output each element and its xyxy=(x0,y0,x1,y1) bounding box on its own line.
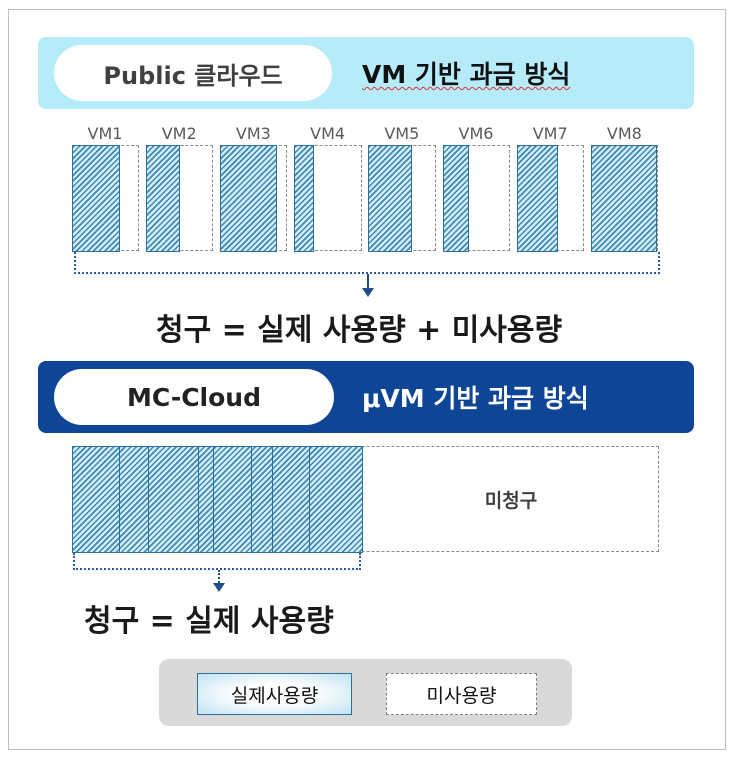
vm-label: VM7 xyxy=(532,124,568,143)
vm-used-portion xyxy=(442,144,469,252)
mc-billing-arrow-line xyxy=(218,570,220,583)
vm-used-portion xyxy=(294,144,315,252)
public-billing-arrow-head xyxy=(362,288,374,297)
micro-vm-divider xyxy=(250,446,252,552)
mc-billing-arrow-head xyxy=(213,583,225,592)
vm-used-portion xyxy=(219,144,277,252)
micro-vm-divider xyxy=(271,446,273,552)
diagram-frame xyxy=(8,9,726,750)
legend-unused: 미사용량 xyxy=(386,673,537,715)
vm-box xyxy=(145,144,214,252)
mc-cloud-billing-method: μVM 기반 과금 방식 xyxy=(362,384,589,413)
public-billing-arrow-line xyxy=(367,274,369,288)
vm-used-portion xyxy=(145,144,180,252)
vm-used-portion xyxy=(71,144,120,252)
vm-label: VM5 xyxy=(384,124,420,143)
vm-box xyxy=(294,144,362,252)
vm-label: VM8 xyxy=(606,124,642,143)
mc-cloud-label: MC-Cloud xyxy=(54,369,334,425)
public-billing-bracket xyxy=(74,252,660,274)
vm-box xyxy=(219,144,288,252)
unbilled-label: 미청구 xyxy=(484,489,538,512)
vm-box xyxy=(368,144,436,252)
micro-vm-divider xyxy=(212,446,214,552)
public-cloud-billing-method: VM 기반 과금 방식 xyxy=(362,60,571,89)
public-cloud-label: Public 클라우드 xyxy=(54,45,332,101)
vm-box xyxy=(442,144,510,252)
vm-label: VM3 xyxy=(235,124,271,143)
mc-billing-formula: 청구 = 실제 사용량 xyxy=(84,604,334,639)
vm-label: VM4 xyxy=(310,124,346,143)
legend-used: 실제사용량 xyxy=(197,673,352,715)
vm-label: VM6 xyxy=(458,124,494,143)
micro-vm-divider xyxy=(118,446,120,552)
micro-vm-bar: 미청구 xyxy=(71,445,659,553)
vm-box xyxy=(516,144,585,252)
vm-used-portion xyxy=(516,144,558,252)
vm-label: VM2 xyxy=(161,124,197,143)
vm-used-portion xyxy=(368,144,413,252)
vm-label: VM1 xyxy=(87,124,123,143)
vm-box xyxy=(590,144,659,252)
micro-vm-used-area xyxy=(71,445,363,553)
micro-vm-divider xyxy=(308,446,310,552)
legend: 실제사용량 미사용량 xyxy=(159,659,572,726)
mc-billing-bracket xyxy=(73,553,361,570)
mc-cloud-banner: MC-Cloud μVM 기반 과금 방식 xyxy=(38,361,694,433)
micro-vm-divider xyxy=(147,446,149,552)
micro-vm-divider xyxy=(197,446,199,552)
vm-used-portion xyxy=(590,144,657,252)
public-cloud-banner: Public 클라우드 VM 기반 과금 방식 xyxy=(38,37,694,109)
vm-box xyxy=(71,144,139,252)
public-billing-formula: 청구 = 실제 사용량 + 미사용량 xyxy=(156,313,563,348)
